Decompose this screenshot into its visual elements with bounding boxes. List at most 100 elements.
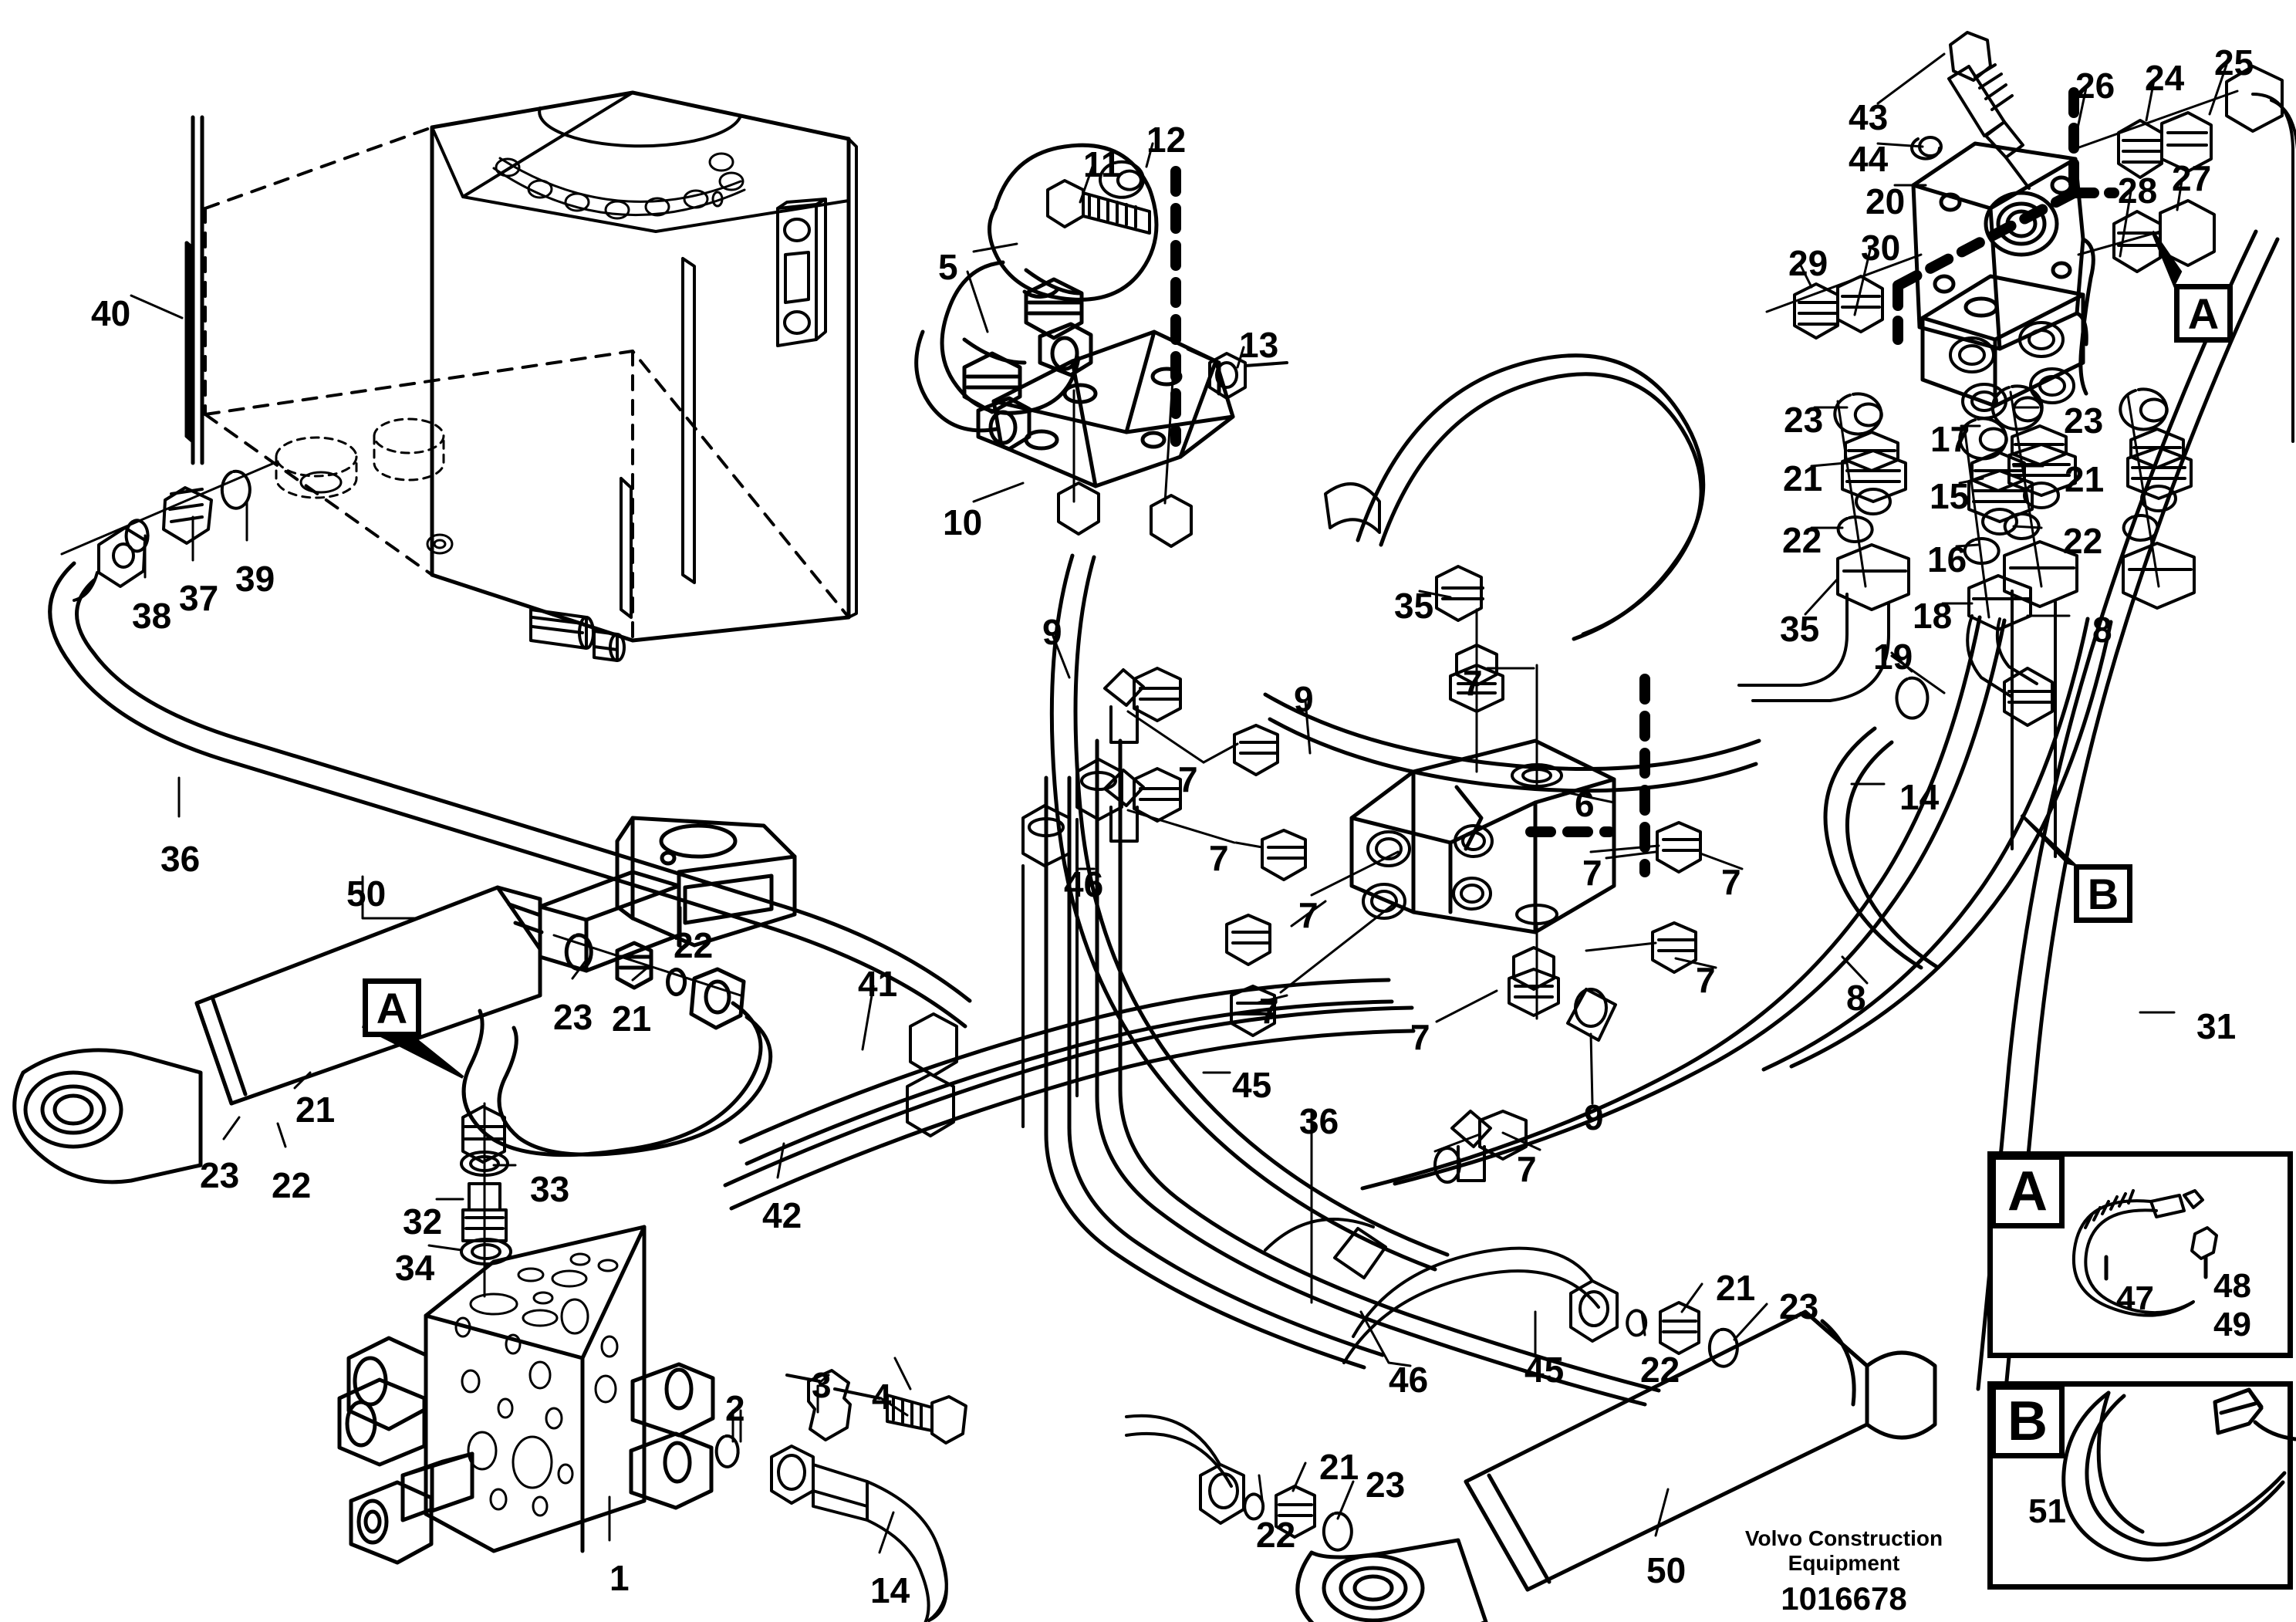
hose-36 [48, 561, 972, 1029]
callout-number: 7 [1178, 759, 1198, 799]
callout-number: 5 [938, 247, 958, 287]
callout-number: 22 [1782, 520, 1822, 560]
callout-number: 9 [1584, 1097, 1604, 1137]
callout-number: 22 [2063, 521, 2103, 561]
detail-a-label-47: 47 [2116, 1279, 2154, 1317]
callout-number: 26 [2075, 66, 2115, 106]
brand-line-2: Equipment [1788, 1551, 1900, 1576]
callout-number: 43 [1849, 97, 1889, 137]
callout-number: 22 [1256, 1515, 1296, 1555]
detail-b-artwork [2061, 1387, 2296, 1562]
detail-view-b: B 51 [1987, 1381, 2296, 1590]
callout-number: 7 [1721, 862, 1741, 902]
callout-number: 12 [1146, 120, 1187, 160]
detail-b-label-51: 51 [2028, 1492, 2066, 1530]
callout-number: 17 [1930, 419, 1970, 459]
brand-line-1: Volvo Construction [1744, 1526, 1943, 1550]
detail-a-artwork [2071, 1189, 2218, 1317]
callout-number: 36 [160, 839, 201, 879]
callout-number: 9 [1294, 679, 1314, 719]
callout-number: 7 [1209, 838, 1229, 878]
fitting-stack-2 [1958, 417, 2054, 727]
valve-fitting-29 [1765, 253, 1923, 340]
callout-number: 41 [858, 964, 898, 1004]
callout-number: 50 [1646, 1550, 1687, 1590]
callout-number: 15 [1930, 476, 1970, 516]
callout-number: 35 [1780, 609, 1820, 649]
callout-number: 24 [2145, 58, 2185, 98]
valve-bolt-43 [1910, 31, 2031, 190]
callout-number: 28 [2118, 171, 2158, 211]
detail-a-label-48: 48 [2213, 1267, 2251, 1305]
detail-tag-b: B [1990, 1384, 2065, 1458]
callout-number: 7 [1517, 1149, 1537, 1189]
accumulator-hardware [1046, 160, 1288, 548]
callout-number: 35 [1394, 586, 1434, 626]
callout-number: 21 [612, 999, 652, 1039]
manifold-block [1349, 738, 1616, 934]
leader-lines [130, 52, 2228, 1554]
callout-number: 23 [1779, 1286, 1819, 1326]
callout-number: 23 [200, 1155, 240, 1195]
hose-couplings [906, 758, 1123, 1137]
control-valve-block [337, 1225, 715, 1565]
callout-number: 10 [943, 502, 983, 542]
cylinder-right [1295, 1309, 1937, 1622]
cylinder-left [12, 816, 797, 1184]
callout-number: 31 [2196, 1006, 2237, 1046]
callout-number: 2 [725, 1388, 745, 1428]
callout-number: 6 [1575, 784, 1595, 824]
callout-number: 7 [1410, 1017, 1430, 1057]
callout-number: 37 [179, 578, 219, 618]
callout-number: 7 [1463, 663, 1483, 703]
callout-number: 27 [2172, 158, 2212, 198]
callout-number: 7 [1259, 991, 1279, 1031]
callout-number: 25 [2214, 42, 2254, 83]
title-block: Volvo Construction Equipment 1016678 [1728, 1526, 1960, 1618]
callout-number: 20 [1866, 181, 1906, 221]
callout-number: 44 [1849, 139, 1889, 179]
callout-number: 32 [403, 1201, 443, 1242]
callout-number: 11 [1083, 144, 1121, 184]
detail-marker: B [2074, 864, 2132, 923]
callout-number: 19 [1873, 637, 1913, 677]
valve-fittings-2-3-4 [714, 1369, 967, 1622]
callout-number: 1 [609, 1558, 630, 1598]
callout-number: 21 [2065, 459, 2105, 499]
drawing-number: 1016678 [1781, 1580, 1907, 1617]
callout-number: 21 [295, 1090, 336, 1130]
callout-number: 45 [1232, 1065, 1272, 1105]
callout-number: 45 [1524, 1350, 1565, 1390]
callout-number: 36 [1299, 1101, 1339, 1141]
callout-number: 9 [1042, 612, 1062, 652]
callout-number: 23 [2064, 400, 2104, 441]
callout-number: 39 [235, 559, 275, 599]
callout-number: 8 [1846, 978, 1866, 1018]
callout-number: 30 [1861, 228, 1901, 268]
callout-number: 29 [1788, 243, 1828, 283]
hoses-center [1049, 353, 1761, 1272]
callout-number: 46 [1064, 864, 1104, 904]
callout-number: 7 [1298, 895, 1319, 935]
detail-a-label-49: 49 [2213, 1306, 2251, 1343]
valve-fittings-24-25 [2075, 65, 2296, 443]
detail-marker: A [2174, 284, 2233, 343]
callout-number: 22 [272, 1165, 312, 1205]
elbow-35-left [1324, 482, 1484, 622]
detail-view-a: A 47 48 49 [1987, 1151, 2293, 1358]
callout-number: 14 [1899, 777, 1940, 817]
callout-number: 14 [870, 1570, 910, 1610]
callout-number: 34 [395, 1248, 435, 1288]
callout-number: 50 [346, 874, 387, 914]
fitting-stack-4 [2119, 387, 2196, 610]
callout-number: 7 [1696, 960, 1716, 1000]
callout-number: 13 [1239, 325, 1279, 365]
callout-number: 42 [762, 1195, 802, 1235]
detail-marker: A [363, 978, 421, 1037]
callout-number: 8 [2092, 610, 2112, 650]
callout-number: 23 [1784, 400, 1824, 440]
callout-number: 23 [1366, 1465, 1406, 1505]
callout-number: 40 [91, 293, 131, 333]
